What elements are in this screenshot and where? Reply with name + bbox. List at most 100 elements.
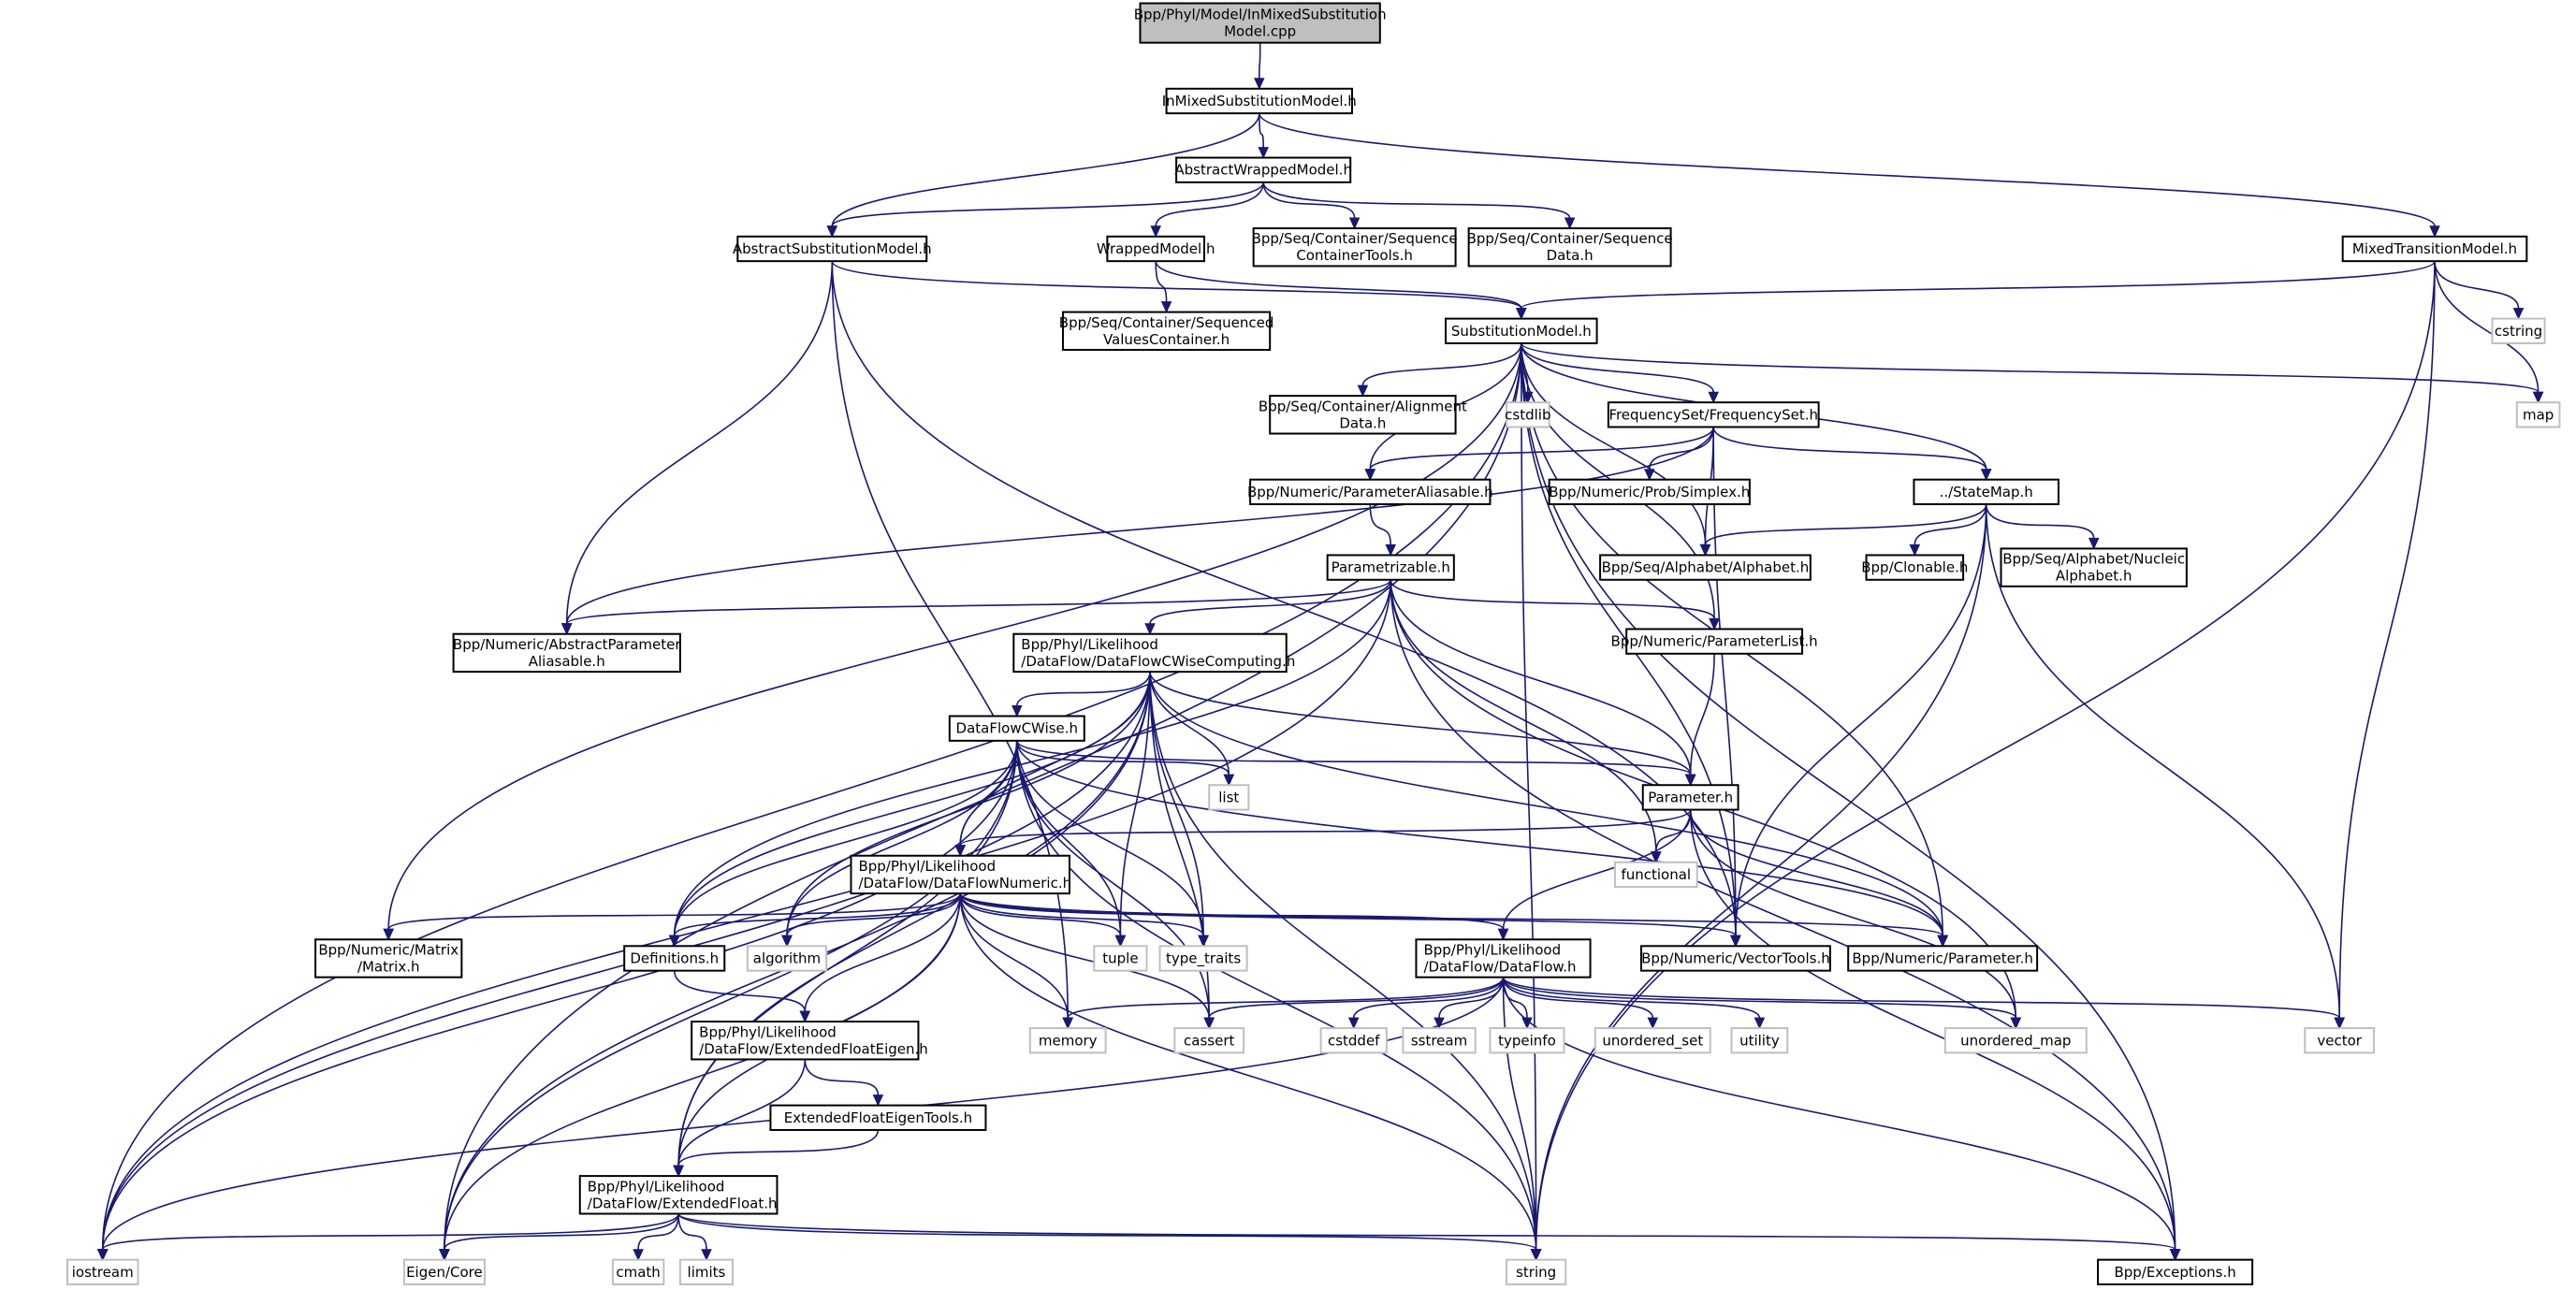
node-functional[interactable]: functional [1613,861,1698,889]
node-map[interactable]: map [2515,401,2561,428]
node-cmath[interactable]: cmath [611,1258,665,1285]
node-root[interactable]: Bpp/Phyl/Model/InMixedSubstitutionModel.… [1134,2,1387,44]
edge-line [444,740,1018,1250]
node-cstring[interactable]: cstring [2491,317,2546,344]
edge-dataflow-to-sstream [1434,977,1505,1030]
edge-mixedtrans-to-cstring [2434,261,2525,320]
node-list[interactable]: list [1208,784,1250,811]
node-sstream[interactable]: sstream [1402,1027,1477,1054]
node-typeinfo[interactable]: typeinfo [1489,1027,1565,1054]
node-box [1548,478,1751,506]
node-box [1208,784,1250,811]
node-statemap[interactable]: ../StateMap.h [1913,478,2059,506]
node-abssubst[interactable]: AbstractSubstitutionModel.h [733,235,932,263]
node-tuple[interactable]: tuple [1093,945,1148,972]
node-cstddef[interactable]: cstddef [1319,1027,1388,1054]
arrowhead-icon [673,1165,684,1178]
node-eigencore[interactable]: Eigen/Core [402,1258,486,1285]
edge-line [1535,261,2436,1250]
edge-parameter-to-dfnumeric [954,809,1692,857]
node-definitions[interactable]: Definitions.h [623,945,726,972]
edge-freqset-to-simplex [1644,427,1714,481]
edge-line [387,892,961,931]
edge-line [1155,181,1264,226]
node-label: Bpp/Exceptions.h [2114,1264,2235,1281]
node-wrapped[interactable]: WrappedModel.h [1097,235,1215,263]
edge-line [1521,260,2436,310]
node-paramalias[interactable]: Bpp/Numeric/ParameterAliasable.h [1247,478,1493,506]
node-box [611,1258,665,1285]
node-unordset[interactable]: unordered_set [1594,1027,1711,1054]
node-matrix[interactable]: Bpp/Numeric/Matrix/Matrix.h [314,938,463,978]
node-vector[interactable]: vector [2304,1027,2376,1054]
node-dfnumeric[interactable]: Bpp/Phyl/Likelihood/DataFlow/DataFlowNum… [850,854,1071,895]
node-extfloateigtools[interactable]: ExtendedFloatEigenTools.h [769,1104,987,1131]
edge-line [1985,503,2340,1019]
node-limits[interactable]: limits [678,1258,735,1285]
arrowhead-icon [560,623,573,635]
node-clonable[interactable]: Bpp/Clonable.h [1861,554,1968,581]
node-alphabet[interactable]: Bpp/Seq/Alphabet/Alphabet.h [1599,554,1812,581]
edge-dfnumeric-to-typetraits [959,892,1209,948]
node-label: MixedTransitionModel.h [2352,240,2517,257]
node-numparameter[interactable]: Bpp/Numeric/Parameter.h [1847,945,2039,972]
arrowhead-icon [1730,935,1741,948]
arrowhead-icon [1150,225,1161,239]
edge-dfcwise-to-parameter [1016,740,1696,787]
node-cstdlib[interactable]: cstdlib [1505,401,1551,428]
node-label: Alphabet.h [2056,568,2132,585]
node-iostream[interactable]: iostream [65,1258,139,1285]
node-mixedtrans[interactable]: MixedTransitionModel.h [2341,235,2528,263]
node-box [1594,1027,1711,1054]
edge-line [1521,342,1707,545]
node-dataflow[interactable]: Bpp/Phyl/Likelihood/DataFlow/DataFlow.h [1415,938,1592,978]
node-utility[interactable]: utility [1730,1027,1789,1054]
node-memory[interactable]: memory [1028,1027,1107,1054]
node-unordmap[interactable]: unordered_map [1943,1027,2088,1054]
node-algorithm[interactable]: algorithm [746,945,828,972]
node-typetraits[interactable]: type_traits [1158,945,1248,972]
node-abswrapped[interactable]: AbstractWrappedModel.h [1174,156,1352,183]
edge-line [1149,672,1692,775]
node-extfloateigen[interactable]: Bpp/Phyl/Likelihood/DataFlow/ExtendedFlo… [691,1021,928,1061]
node-paramlist[interactable]: Bpp/Numeric/ParameterList.h [1611,628,1818,655]
node-parameter[interactable]: Parameter.h [1641,784,1739,811]
node-vectortools[interactable]: Bpp/Numeric/VectorTools.h [1639,945,1831,972]
edge-dfnumeric-to-matrix [383,892,961,941]
node-box [2515,401,2561,428]
node-parametrizable[interactable]: Parametrizable.h [1326,554,1455,581]
edge-line [1262,181,1571,219]
node-substmodel[interactable]: SubstitutionModel.h [1445,317,1598,344]
edge-line [673,740,1018,936]
edge-line [1119,672,1151,936]
node-cassert[interactable]: cassert [1173,1027,1245,1054]
arrowhead-icon [1203,1017,1215,1030]
node-string[interactable]: string [1506,1258,1567,1285]
edge-parametrizable-to-paramlist [1390,579,1720,631]
node-label: Bpp/Numeric/Prob/Simplex.h [1549,484,1750,500]
edge-dataflow-to-exceptions [1502,977,2181,1261]
node-dfcwise[interactable]: DataFlowCWise.h [948,715,1085,742]
node-label: tuple [1102,949,1138,966]
node-label: sstream [1411,1032,1467,1049]
node-extfloat[interactable]: Bpp/Phyl/Likelihood/DataFlow/ExtendedFlo… [578,1175,779,1215]
node-dfcwisecomp[interactable]: Bpp/Phyl/Likelihood/DataFlow/DataFlowCWi… [1012,632,1295,674]
edge-line [1502,977,1537,1250]
edge-substmodel-to-aligndata [1357,342,1522,398]
edge-mixedtrans-to-substmodel [1516,260,2436,320]
arrowhead-icon [1516,308,1527,320]
edge-line [1208,977,1505,1019]
node-label: ValuesContainer.h [1103,331,1230,348]
node-label: utility [1739,1032,1780,1049]
node-simplex[interactable]: Bpp/Numeric/Prob/Simplex.h [1548,478,1751,506]
node-exceptions[interactable]: Bpp/Exceptions.h [2097,1258,2254,1285]
node-inmixed[interactable]: InMixedSubstitutionModel.h [1162,87,1357,115]
node-seqcontools[interactable]: Bpp/Seq/Container/SequenceContainerTools… [1252,227,1458,268]
node-freqset[interactable]: FrequencySet/FrequencySet.h [1607,401,1820,428]
node-label: /DataFlow/ExtendedFloatEigen.h [699,1040,928,1057]
node-seqvalues[interactable]: Bpp/Seq/Container/SequencedValuesContain… [1059,311,1274,351]
